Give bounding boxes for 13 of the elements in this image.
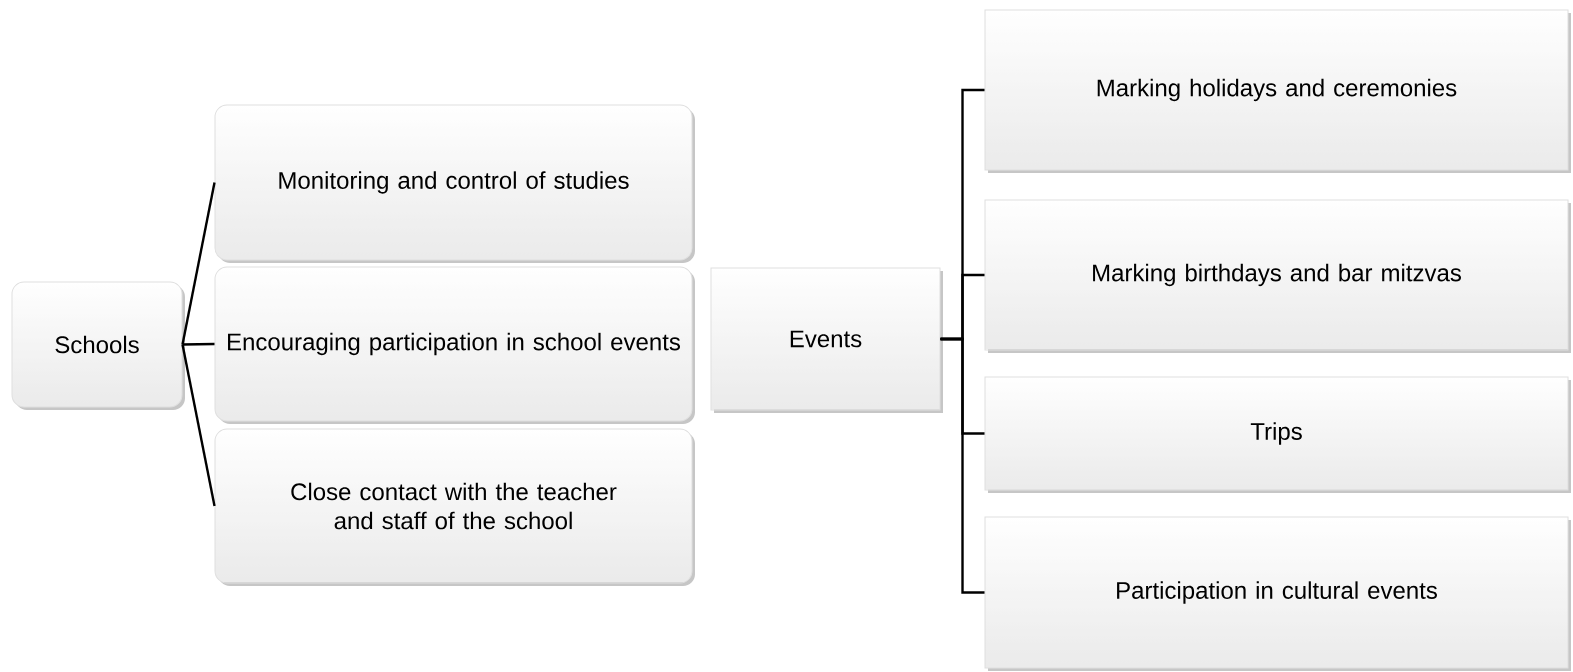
category-box: Schools <box>11 281 185 410</box>
item-box: Trips <box>984 376 1571 493</box>
connector-line <box>181 182 216 345</box>
item-box: Marking birthdays and bar mitzvas <box>984 199 1571 353</box>
connector-line <box>182 342 215 346</box>
item-box: Monitoring and control of studies <box>214 104 695 263</box>
item-box: Encouraging participation in school events <box>214 266 695 424</box>
connector-line <box>181 344 216 507</box>
item-box: Marking holidays and ceremonies <box>984 9 1571 173</box>
item-box: Close contact with the teacher and staff of the school <box>214 428 695 586</box>
connector-line <box>940 337 985 594</box>
category-box: Events <box>710 267 943 413</box>
item-box: Participation in cultural events <box>984 516 1571 671</box>
